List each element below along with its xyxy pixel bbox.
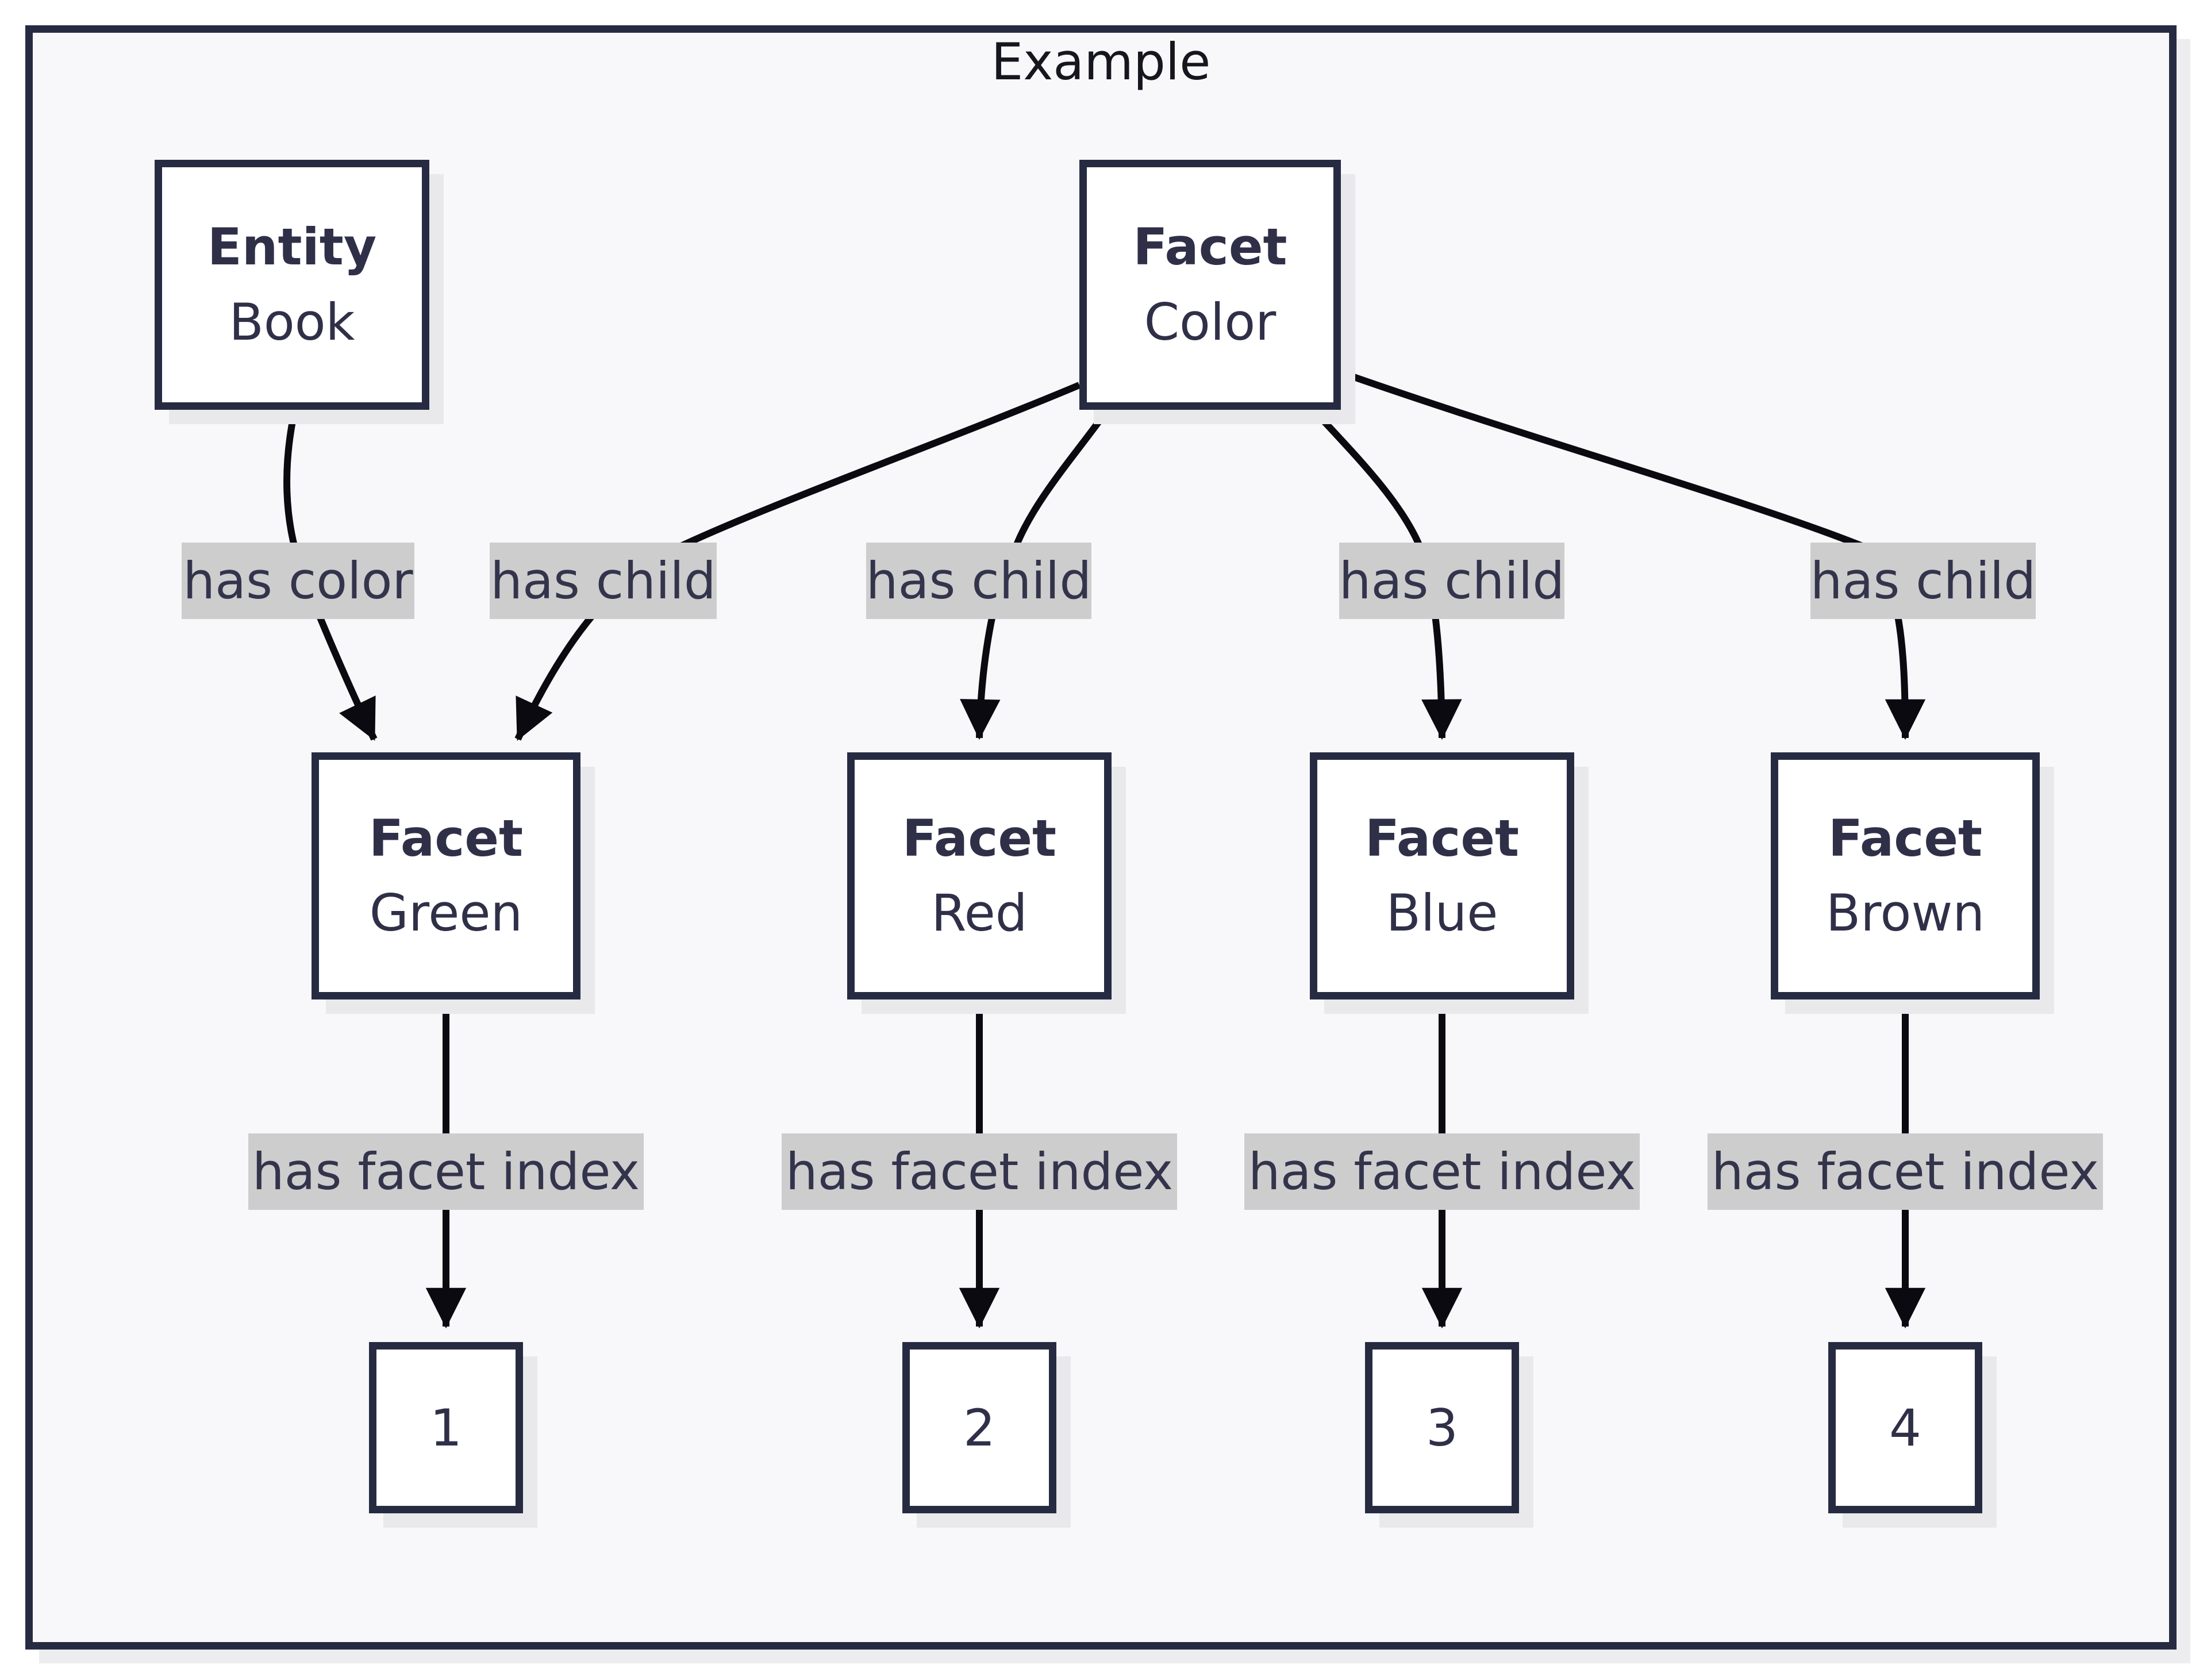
node-type-label: Facet xyxy=(1133,217,1287,277)
edge-label-has-color: has color xyxy=(182,543,414,619)
edge-label-has-facet-index-1: has facet index xyxy=(248,1133,644,1210)
edge-label-has-child-1: has child xyxy=(490,543,717,619)
node-value-label: Red xyxy=(931,883,1028,943)
edge-label-text: has child xyxy=(490,551,716,610)
node-facet-index-2: 2 xyxy=(902,1342,1056,1513)
node-facet-blue: Facet Blue xyxy=(1310,752,1574,999)
node-facet-index-4: 4 xyxy=(1828,1342,1982,1513)
facet-index-value: 3 xyxy=(1426,1398,1458,1458)
node-facet-brown: Facet Brown xyxy=(1771,752,2040,999)
node-entity-book: Entity Book xyxy=(155,160,429,410)
edge-label-text: has facet index xyxy=(252,1142,640,1201)
node-facet-red: Facet Red xyxy=(847,752,1112,999)
edge-label-text: has facet index xyxy=(785,1142,1174,1201)
edge-label-text: has facet index xyxy=(1248,1142,1636,1201)
node-type-label: Entity xyxy=(207,217,377,277)
node-value-label: Brown xyxy=(1825,883,1985,943)
node-facet-green: Facet Green xyxy=(312,752,580,999)
edge-label-has-child-3: has child xyxy=(1339,543,1564,619)
node-type-label: Facet xyxy=(902,808,1057,868)
edge-label-has-facet-index-2: has facet index xyxy=(782,1133,1177,1210)
node-facet-index-1: 1 xyxy=(369,1342,523,1513)
node-type-label: Facet xyxy=(1364,808,1520,868)
edge-label-text: has child xyxy=(1339,551,1565,610)
edge-label-text: has child xyxy=(1810,551,2036,610)
edge-label-text: has facet index xyxy=(1711,1142,2100,1201)
node-facet-color: Facet Color xyxy=(1079,160,1341,410)
diagram-title: Example xyxy=(991,32,1211,91)
edge-label-has-facet-index-3: has facet index xyxy=(1244,1133,1640,1210)
facet-index-value: 4 xyxy=(1889,1398,1921,1458)
edge-label-text: has child xyxy=(866,551,1092,610)
facet-index-value: 1 xyxy=(430,1398,462,1458)
facet-index-value: 2 xyxy=(963,1398,995,1458)
node-type-label: Facet xyxy=(368,808,524,868)
node-type-label: Facet xyxy=(1828,808,1983,868)
edge-label-has-facet-index-4: has facet index xyxy=(1708,1133,2103,1210)
edge-label-has-child-2: has child xyxy=(866,543,1091,619)
edge-label-text: has color xyxy=(183,551,413,610)
node-value-label: Blue xyxy=(1386,883,1498,943)
node-value-label: Green xyxy=(369,883,523,943)
node-value-label: Color xyxy=(1144,292,1276,352)
edge-label-has-child-4: has child xyxy=(1810,543,2036,619)
node-value-label: Book xyxy=(229,292,355,352)
node-facet-index-3: 3 xyxy=(1365,1342,1519,1513)
